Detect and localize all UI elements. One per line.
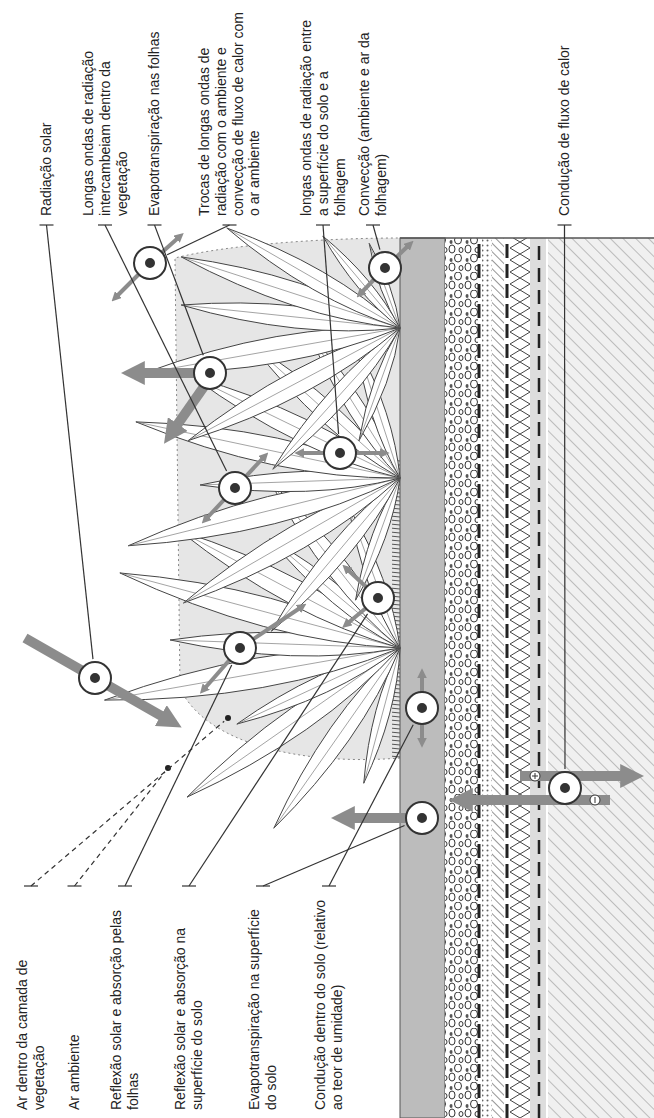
leader-line: [323, 225, 339, 434]
callout-label: Longas ondas de radiação intercambeiam d…: [80, 11, 130, 216]
leader-line: [167, 225, 229, 255]
process-marker: [79, 247, 581, 834]
leader-line: [189, 614, 368, 886]
leader-line: [373, 225, 380, 250]
air-point: [225, 715, 231, 721]
plant: [142, 219, 407, 475]
flux-arrows: [25, 238, 625, 818]
callout-label: Evapotranspiração nas folhas: [146, 11, 163, 216]
leader-line: [105, 225, 227, 471]
callout-label: Evapotranspiração na superfície do solo: [246, 895, 280, 1110]
callout-label: Condução dentro do solo (relativo ao teo…: [312, 895, 346, 1110]
sign-symbol: [530, 771, 600, 805]
leader-line: [47, 225, 93, 659]
leader-line: [125, 665, 232, 886]
leader-line: [75, 772, 165, 886]
callout-label: Reflexão solar e absorção pelas folhas: [108, 895, 142, 1110]
leader-line: [155, 225, 204, 355]
callout-label: Trocas de longas ondas de radiação com o…: [196, 11, 263, 216]
callout-label: longas ondas de radiação entre a superfí…: [298, 11, 348, 216]
leader-line: [329, 725, 413, 886]
callout-label: Reflexão solar e absorção na superfície …: [172, 895, 206, 1110]
leader-line: [31, 721, 224, 886]
roof-layers: [392, 238, 654, 1118]
callout-label: Condução de fluxo de calor: [556, 11, 573, 216]
callout-label: Radiação solar: [38, 11, 55, 216]
callout-label: Ar ambiente: [66, 895, 83, 1110]
leader-line: [564, 225, 566, 769]
callout-label: Convecção (ambiente e ar da folhagem): [356, 11, 390, 216]
callout-label: Ar dentro da camada de vegetação: [14, 895, 48, 1110]
